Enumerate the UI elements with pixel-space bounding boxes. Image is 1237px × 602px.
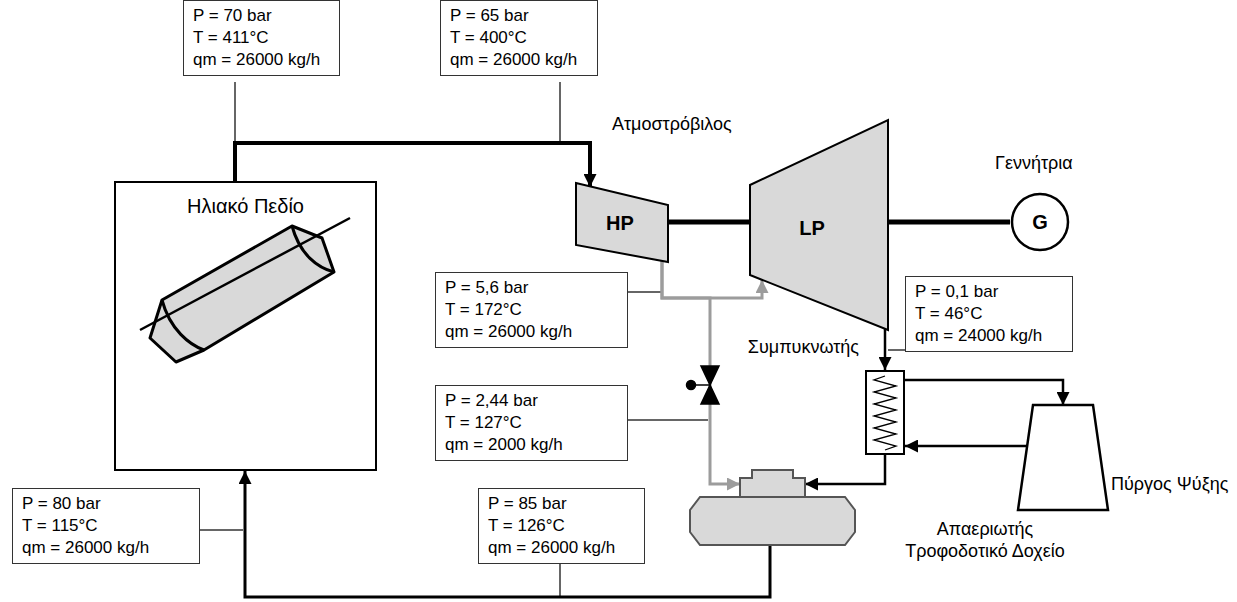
hp-turbine: HP xyxy=(576,183,668,263)
state-value: T = 127°C xyxy=(445,412,618,434)
deaerator-tank: Απαεριωτής Τροφοδοτικό Δοχείο xyxy=(690,470,855,545)
steam-extraction-line xyxy=(662,261,740,484)
state-value: T = 46°C xyxy=(915,303,1063,325)
state-value: P = 80 bar xyxy=(22,493,190,515)
state-value: P = 85 bar xyxy=(488,493,635,515)
pipe-line xyxy=(888,220,1010,225)
state-value: qm = 26000 kg/h xyxy=(22,537,190,559)
state-value: P = 70 bar xyxy=(193,5,330,27)
lp-turbine: LP xyxy=(750,120,888,330)
node-title: HP xyxy=(606,212,634,235)
pipe-line xyxy=(905,445,1027,448)
state-box: P = 0,1 barT = 46°Cqm = 24000 kg/h xyxy=(905,276,1073,352)
parabolic-trough-illustration xyxy=(140,218,350,362)
state-value: P = 0,1 bar xyxy=(915,281,1063,303)
state-value: T = 411°C xyxy=(193,27,330,49)
state-value: T = 126°C xyxy=(488,515,635,537)
generator-circle: G xyxy=(1010,192,1070,252)
state-value: P = 65 bar xyxy=(450,5,588,27)
state-value: qm = 26000 kg/h xyxy=(450,49,588,71)
turbine-label: Ατμοστρόβιλος xyxy=(612,114,732,135)
condenser: Συμπυκνωτής xyxy=(865,370,905,455)
state-box: P = 70 barT = 411°Cqm = 26000 kg/h xyxy=(183,0,340,76)
pipe-line xyxy=(668,220,750,225)
generator-label: Γεννήτρια xyxy=(995,153,1073,174)
state-box: P = 85 barT = 126°Cqm = 26000 kg/h xyxy=(478,488,645,564)
state-value: qm = 26000 kg/h xyxy=(445,321,618,343)
state-value: P = 2,44 bar xyxy=(445,390,618,412)
node-title: G xyxy=(1032,211,1048,234)
state-value: qm = 2000 kg/h xyxy=(445,434,618,456)
node-title: Ηλιακό Πεδίο xyxy=(116,195,375,218)
node-heading: Πύργος Ψύξης xyxy=(1111,473,1228,495)
state-value: qm = 26000 kg/h xyxy=(488,537,635,559)
cond-outline xyxy=(865,370,905,455)
pipe-line xyxy=(884,329,887,370)
dea-outline xyxy=(690,470,855,545)
state-box: P = 65 barT = 400°Cqm = 26000 kg/h xyxy=(440,0,598,76)
throttle-valve-symbol xyxy=(687,366,720,404)
node-title: LP xyxy=(799,217,825,240)
cooling-tower: Πύργος Ψύξης xyxy=(1018,405,1108,510)
state-box: P = 5,6 barT = 172°Cqm = 26000 kg/h xyxy=(435,272,628,348)
state-box: P = 2,44 barT = 127°Cqm = 2000 kg/h xyxy=(435,385,628,461)
node-heading: Απαεριωτής Τροφοδοτικό Δοχείο xyxy=(900,518,1070,562)
node-heading: Συμπυκνωτής xyxy=(748,336,859,358)
leader-lines xyxy=(200,82,905,596)
state-value: qm = 24000 kg/h xyxy=(915,325,1063,347)
steam-extraction-line xyxy=(662,261,762,298)
tower-outline xyxy=(1018,405,1108,510)
state-value: qm = 26000 kg/h xyxy=(193,49,330,71)
state-value: T = 172°C xyxy=(445,299,618,321)
solar-field-box: Ηλιακό Πεδίο xyxy=(114,181,377,471)
state-value: T = 115°C xyxy=(22,515,190,537)
pipe-line xyxy=(905,380,1063,405)
state-value: P = 5,6 bar xyxy=(445,277,618,299)
state-box: P = 80 barT = 115°Cqm = 26000 kg/h xyxy=(12,488,200,564)
state-value: T = 400°C xyxy=(450,27,588,49)
pipe-line xyxy=(805,455,885,484)
